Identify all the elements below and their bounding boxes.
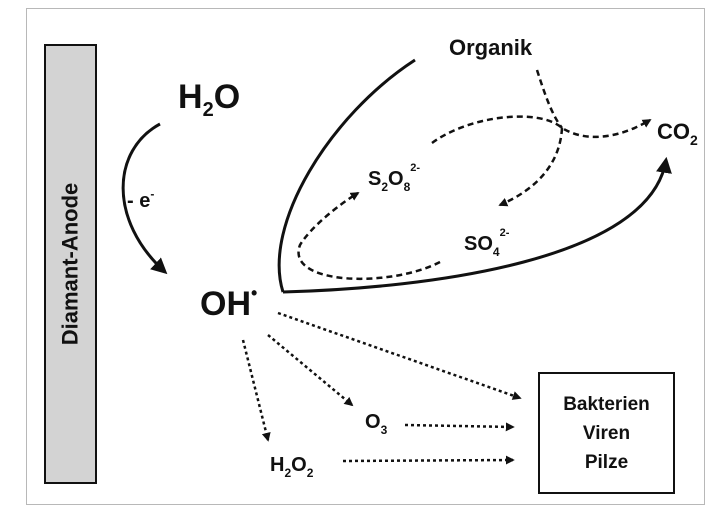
oh-to-ozone-dotted (267, 334, 354, 407)
oh-to-h2o2-dotted (241, 339, 271, 442)
organik-label: Organik (449, 35, 533, 60)
sulfate-label: SO42- (464, 227, 510, 259)
diamond-anode: Diamant-Anode (44, 44, 97, 484)
electron-label: - e- (127, 187, 154, 212)
target-fungi: Pilze (584, 451, 629, 473)
microorganisms-box: Bakterien Viren Pilze (538, 372, 675, 494)
ozone-to-microbes-dotted (404, 422, 515, 432)
hydroxyl-radical-label: OH• (200, 283, 257, 323)
organik-loop-solid (277, 58, 416, 293)
organik-to-co2-dashed (535, 69, 563, 129)
sulfate-regeneration-dashed (297, 191, 441, 281)
target-bacteria: Bakterien (563, 393, 650, 415)
co2-label: CO2 (657, 119, 698, 148)
persulfate-oxidation-dashed (431, 115, 652, 145)
water-label: H2O (178, 78, 240, 121)
oxidation-arrow (121, 122, 168, 275)
persulfate-label: S2O82- (368, 162, 420, 194)
persulfate-to-sulfate-dashed (498, 127, 564, 207)
co2-arc-solid (282, 156, 672, 294)
ozone-label: O3 (365, 411, 388, 437)
h2o2-to-microbes-dotted (342, 455, 515, 465)
target-viruses: Viren (582, 422, 631, 444)
hydrogen-peroxide-label: H2O2 (270, 454, 314, 480)
oh-to-microbes-dotted (277, 311, 522, 400)
